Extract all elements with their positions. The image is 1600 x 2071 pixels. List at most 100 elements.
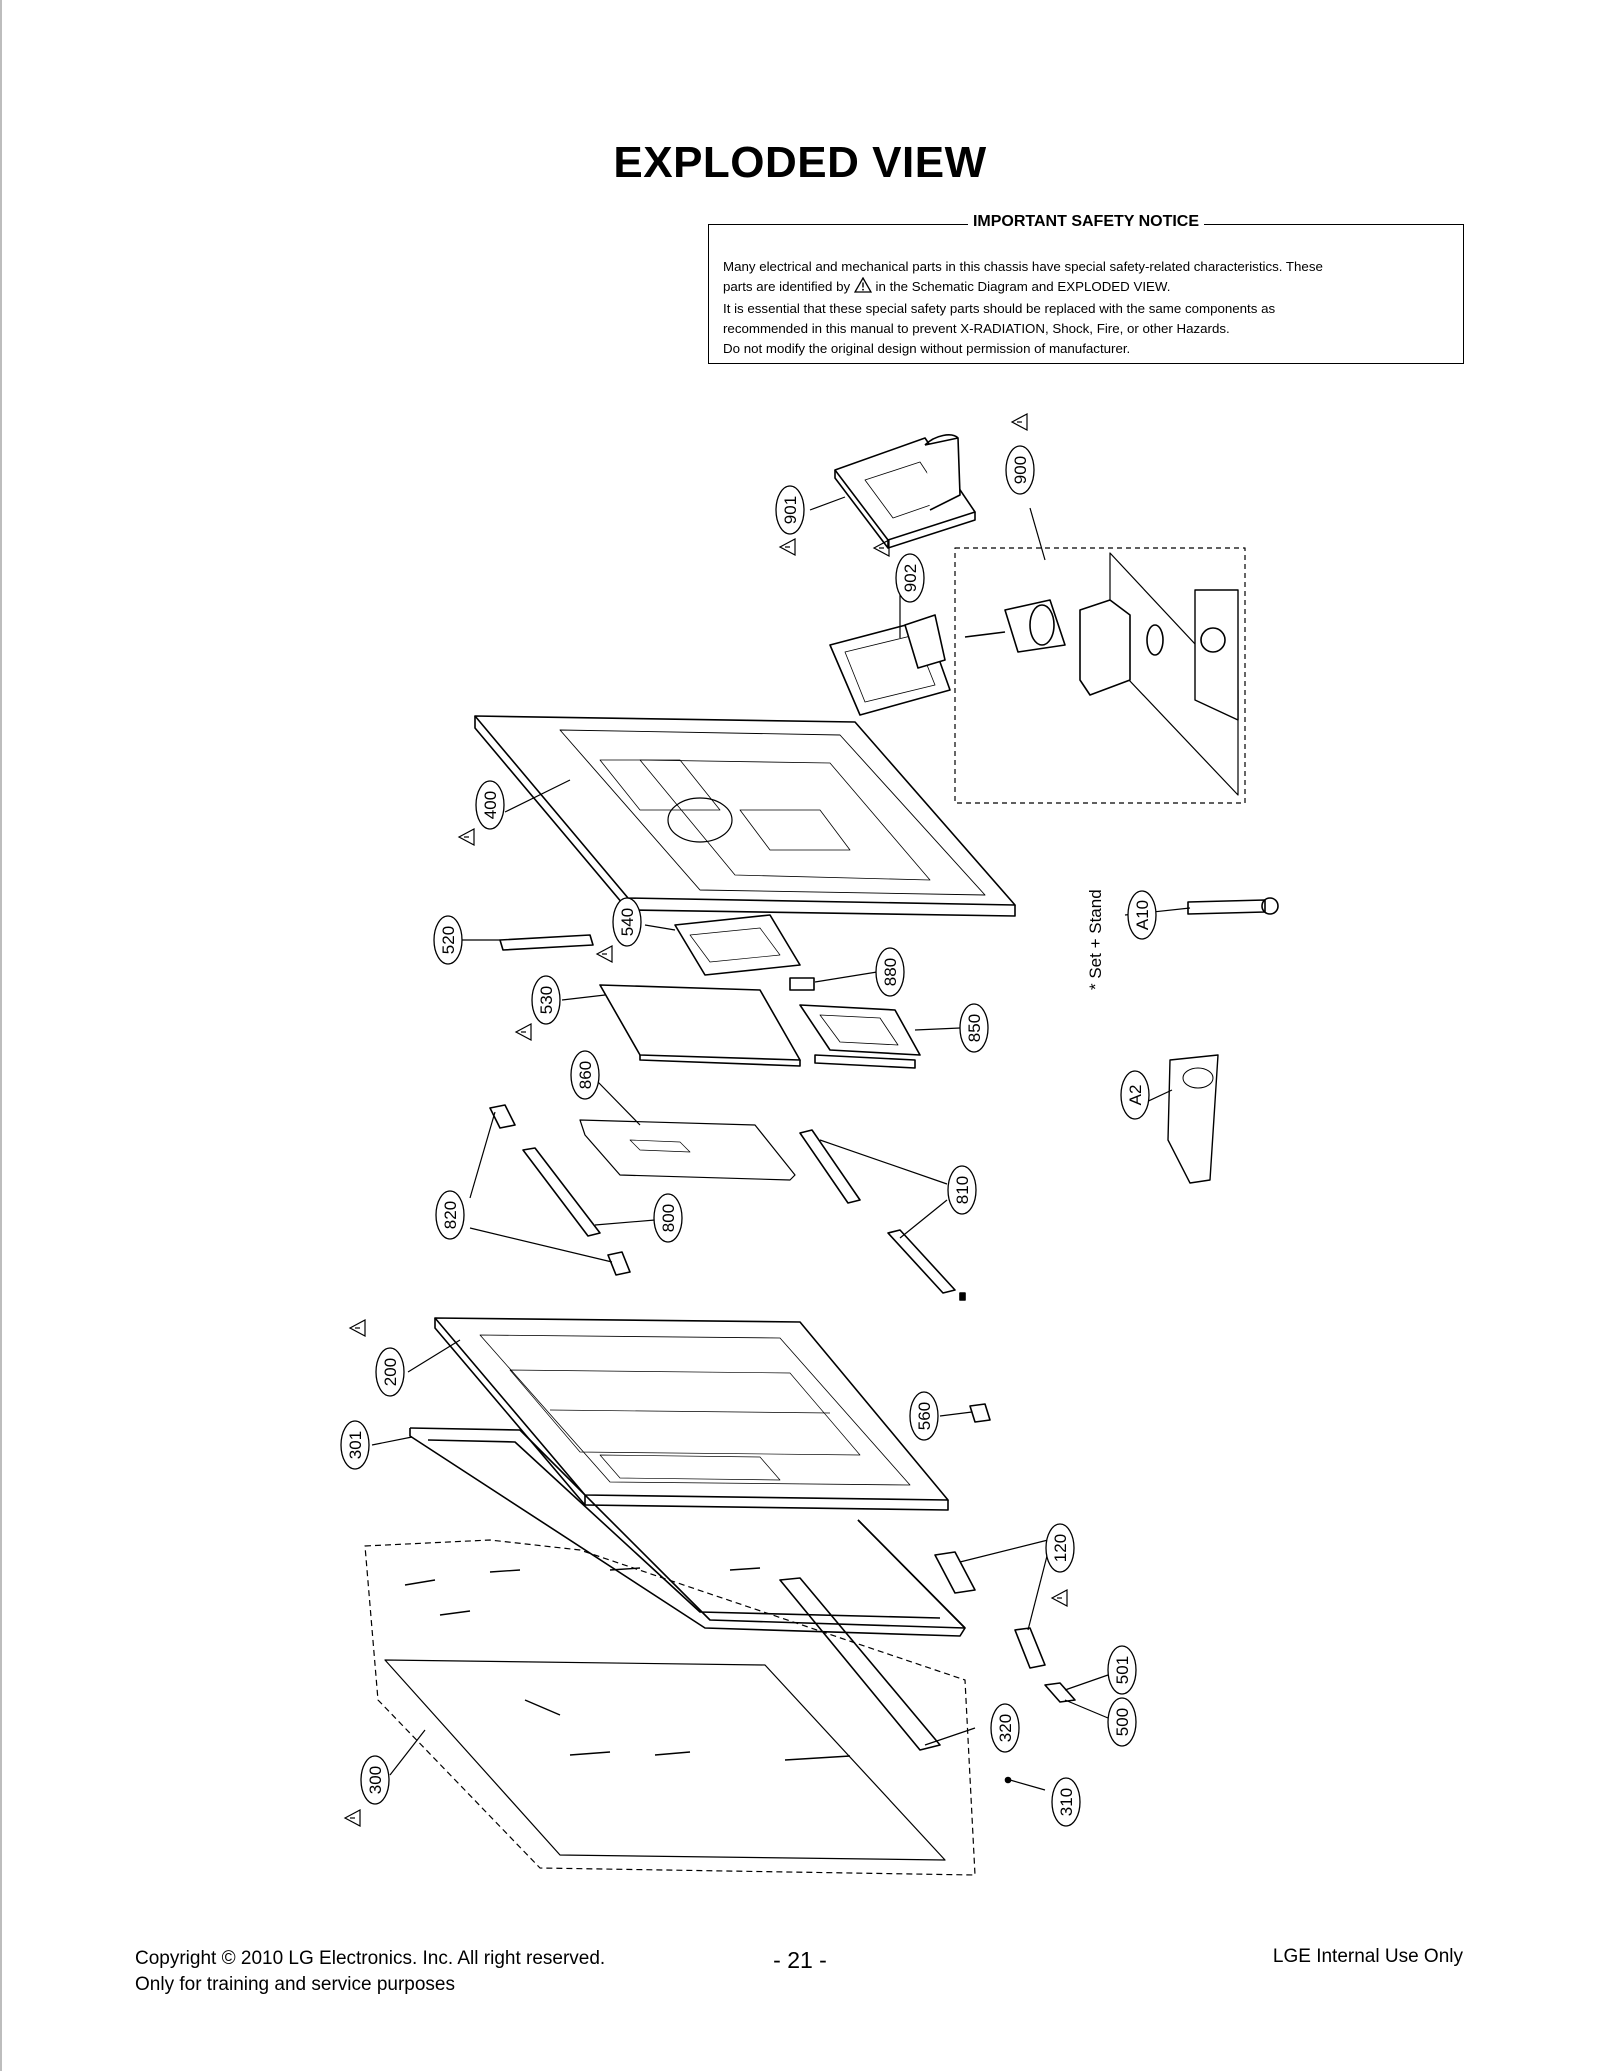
callout-label: 800 — [659, 1204, 678, 1232]
lcd-panel-part — [384, 1659, 946, 1861]
callout-oval — [475, 780, 505, 830]
warning-triangle-icon — [457, 828, 475, 846]
notice-line: Many electrical and mechanical parts in … — [723, 259, 1323, 274]
internal-use-text: LGE Internal Use Only — [1272, 1946, 1463, 1967]
callout-301: 301 — [340, 1420, 370, 1470]
callout-oval — [909, 1391, 939, 1441]
callout-label: 530 — [537, 986, 556, 1014]
warning-triangle-icon — [595, 945, 613, 963]
callout-label: A10 — [1133, 900, 1152, 930]
set-stand-note: * Set + Stand — [1086, 889, 1105, 990]
callout-500: 500 — [1107, 1697, 1137, 1747]
callout-label: 850 — [965, 1014, 984, 1042]
callout-501: 501 — [1107, 1645, 1137, 1695]
warning-triangle-icon — [343, 1809, 361, 1827]
warning-triangle-icon — [1010, 413, 1028, 431]
front-bezel-part — [409, 1427, 966, 1637]
callout-label: 900 — [1011, 456, 1030, 484]
callout-oval — [433, 915, 463, 965]
callout-oval — [653, 1193, 683, 1243]
callout-label: 860 — [576, 1061, 595, 1089]
callout-810: 810 — [947, 1165, 977, 1215]
speaker-bar-left-part — [522, 1147, 601, 1237]
safety-notice-body: Many electrical and mechanical parts in … — [723, 257, 1451, 359]
callout-310: 310 — [1051, 1777, 1081, 1827]
copyright-text: Copyright © 2010 LG Electronics. Inc. Al… — [135, 1948, 606, 1969]
callout-oval — [1045, 1523, 1075, 1573]
callout-540: 540 — [612, 897, 642, 947]
notice-line-part: parts are identified by — [723, 279, 851, 294]
callout-oval — [1005, 445, 1035, 495]
warning-triangle-icon — [778, 538, 796, 556]
callout-label: 310 — [1057, 1788, 1076, 1816]
module-b-part — [1014, 1627, 1046, 1669]
main-frame-part — [434, 1317, 949, 1511]
page-border — [0, 0, 2, 2071]
callout-oval — [1127, 890, 1157, 940]
callout-850: 850 — [959, 1003, 989, 1053]
notice-line: Do not modify the original design withou… — [723, 341, 1131, 356]
callout-oval — [959, 1003, 989, 1053]
callout-label: 300 — [366, 1766, 385, 1794]
back-cover-part — [474, 715, 1016, 917]
callout-label: 120 — [1051, 1534, 1070, 1562]
notice-line: recommended in this manual to prevent X-… — [723, 321, 1230, 336]
warning-triangle-icon — [348, 1319, 366, 1337]
remote-control-part — [1167, 1054, 1219, 1184]
speaker-bar-right-part — [799, 1129, 861, 1204]
callout-label: 540 — [618, 908, 637, 936]
callout-800: 800 — [653, 1193, 683, 1243]
callout-label: 500 — [1113, 1708, 1132, 1736]
callout-label: 200 — [381, 1358, 400, 1386]
callout-oval — [1120, 1070, 1150, 1120]
callout-label: 902 — [901, 564, 920, 592]
notice-line-part: in the Schematic Diagram and EXPLODED VI… — [875, 279, 1171, 294]
callout-oval — [375, 1347, 405, 1397]
callout-oval — [1107, 1697, 1137, 1747]
main-board-part — [674, 914, 801, 976]
clip-part-a — [489, 1104, 516, 1129]
callout-300: 300 — [360, 1755, 390, 1805]
callout-oval — [775, 485, 805, 535]
callout-label: 880 — [881, 958, 900, 986]
led-bars-part — [404, 1567, 851, 1761]
callout-label: 301 — [346, 1431, 365, 1459]
warning-triangle-icon — [514, 1023, 532, 1041]
callout-oval — [340, 1420, 370, 1470]
clip-part-b — [607, 1251, 631, 1276]
small-part-501 — [1044, 1682, 1076, 1703]
callout-oval — [990, 1703, 1020, 1753]
callout-oval — [612, 897, 642, 947]
callout-400: 400 — [475, 780, 505, 830]
stand-neck-part — [964, 552, 1239, 796]
callout-label: 520 — [439, 926, 458, 954]
callout-oval — [947, 1165, 977, 1215]
page-title: EXPLODED VIEW — [613, 138, 987, 187]
hinge-bracket-part — [829, 614, 951, 716]
callout-880: 880 — [875, 947, 905, 997]
callout-oval — [435, 1190, 465, 1240]
callout-oval — [1107, 1645, 1137, 1695]
callout-820: 820 — [435, 1190, 465, 1240]
callout-oval — [360, 1755, 390, 1805]
callout-oval — [531, 975, 561, 1025]
callout-label: 901 — [781, 496, 800, 524]
connector-strip-part — [499, 934, 594, 951]
warning-triangle-icon — [853, 276, 872, 299]
callout-900: 900 — [1005, 445, 1035, 495]
panel-side-bracket-part — [779, 1577, 941, 1751]
warning-triangle-icon — [872, 539, 890, 557]
purpose-text: Only for training and service purposes — [135, 1974, 455, 1995]
screw-part-310 — [1004, 1776, 1012, 1784]
callout-oval — [570, 1050, 600, 1100]
callout-label: A2 — [1126, 1085, 1145, 1106]
safety-notice-box: IMPORTANT SAFETY NOTICE Many electrical … — [708, 213, 1464, 364]
callout-oval — [875, 947, 905, 997]
callout-oval — [1051, 1777, 1081, 1827]
callout-label: 810 — [953, 1176, 972, 1204]
callout-label: 501 — [1113, 1656, 1132, 1684]
page-number: - 21 - — [773, 1947, 827, 1973]
callout-A10: A10 — [1127, 890, 1157, 940]
shield-plate-part — [579, 1119, 796, 1181]
